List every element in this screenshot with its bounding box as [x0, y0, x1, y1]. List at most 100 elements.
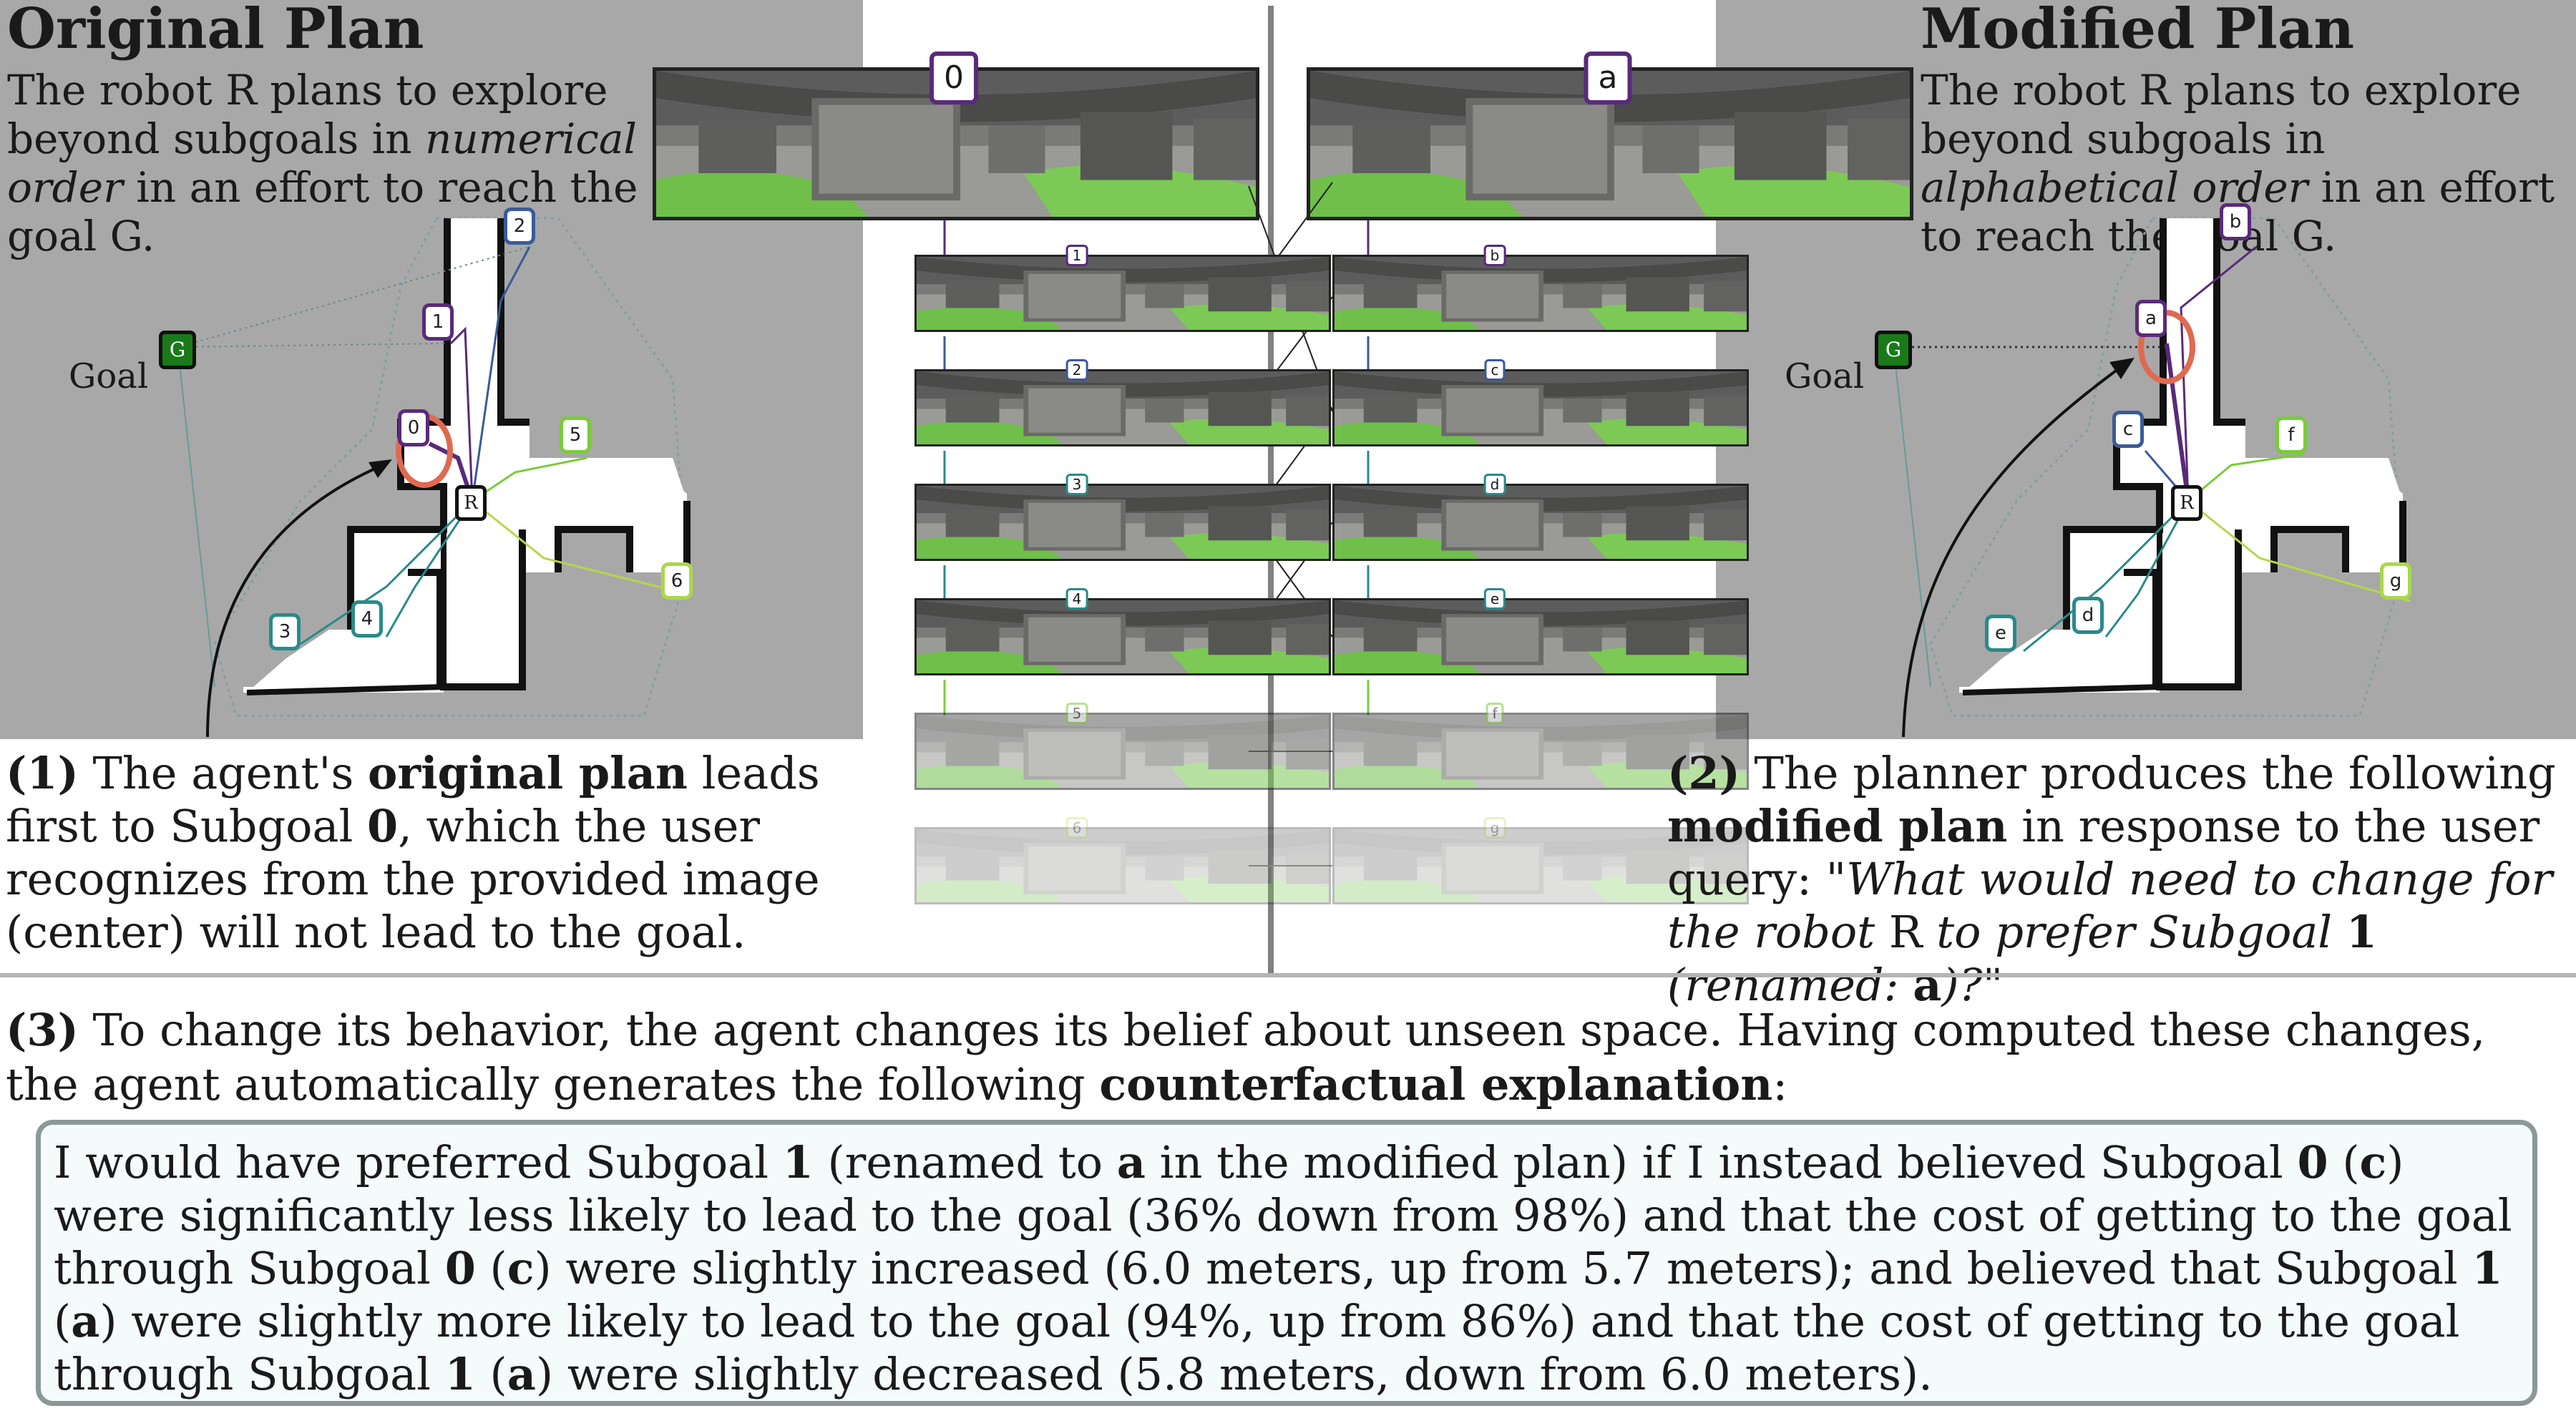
caption-bold: 0: [367, 800, 399, 852]
caption-query: )?": [1941, 959, 2004, 1011]
expl-bold: a: [507, 1348, 536, 1400]
expl-bold: 0: [444, 1242, 476, 1294]
panorama-thumbnail-c: [1332, 369, 1749, 446]
panorama-art: [1335, 486, 1747, 559]
thumbnail-label: 4: [1065, 588, 1088, 610]
panorama-thumbnail-1: [914, 255, 1331, 332]
panorama-thumbnail-d: [1332, 484, 1749, 561]
expl-bold: 0: [2297, 1136, 2328, 1188]
expl-text: (: [2328, 1136, 2360, 1188]
panorama-art: [1335, 600, 1747, 673]
caption-modified: (2) The planner produces the following m…: [1667, 747, 2569, 1012]
expl-bold: 1: [782, 1136, 814, 1188]
expl-bold: a: [71, 1295, 100, 1347]
floorplan-map: [1894, 217, 2411, 738]
desc-text: The robot R plans to explore beyond subg…: [7, 66, 608, 163]
expl-text: ) were slightly more likely to lead to t…: [54, 1295, 2460, 1400]
panorama-art: [1335, 829, 1747, 902]
thumbnail-label: c: [1484, 359, 1506, 381]
subgoal-marker-c: c: [2112, 411, 2144, 448]
panorama-art: [917, 486, 1329, 559]
expl-bold: 1: [444, 1348, 476, 1400]
thumbnail-label: 3: [1065, 474, 1088, 495]
panorama-art: [1335, 715, 1747, 788]
panorama-thumbnail-6: [914, 827, 1331, 904]
thumbnail-label: e: [1483, 588, 1506, 610]
expl-bold: a: [1116, 1136, 1146, 1188]
caption-text: :: [1772, 1058, 1788, 1110]
desc-text: in an effort to reach the goal G.: [1921, 163, 2555, 260]
step3-intro: (3) To change its behavior, the agent ch…: [6, 1003, 2567, 1112]
caption-original: (1) The agent's original plan leads firs…: [6, 747, 850, 959]
panorama-art: [1335, 371, 1747, 444]
panorama-thumbnail-b: [1332, 255, 1749, 332]
expl-text: (renamed to: [813, 1136, 1117, 1188]
counterfactual-explanation-box: I would have preferred Subgoal 1 (rename…: [36, 1120, 2537, 1406]
panorama-art: [917, 257, 1329, 330]
subgoal-marker-0: 0: [398, 409, 429, 446]
expl-text: in the modified plan) if I instead belie…: [1145, 1136, 2298, 1188]
goal-label: Goal: [1785, 356, 1865, 396]
caption-query: (renamed:: [1667, 959, 1913, 1011]
caption-query: "What would need to change for the robot: [1667, 853, 2553, 958]
caption-text: leads first to Subgoal: [6, 747, 820, 852]
goal-text: G: [1885, 338, 1902, 361]
thumbnail-label: b: [1483, 245, 1506, 266]
subgoal-marker-3: 3: [269, 613, 301, 650]
caption-bold: counterfactual explanation: [1099, 1058, 1773, 1110]
robot-text: R: [464, 492, 478, 514]
desc-emphasis: numerical order: [7, 114, 637, 212]
thumbnail-label: 5: [1065, 703, 1088, 724]
caption-text: To change its behavior, the agent change…: [6, 1004, 2486, 1110]
subgoal-marker-f: f: [2275, 416, 2307, 454]
expl-bold: c: [507, 1242, 535, 1294]
thumbnail-label: 2: [1065, 359, 1088, 381]
panorama-art: [917, 371, 1329, 444]
panorama-art: [917, 600, 1329, 673]
subgoal-marker-a: a: [2135, 300, 2167, 337]
subgoal-marker-6: 6: [661, 562, 693, 600]
goal-marker: G: [159, 331, 196, 369]
goal-label: Goal: [69, 356, 149, 396]
caption-text: The planner produces the following: [1740, 747, 2556, 799]
panorama-thumbnail-3: [914, 484, 1331, 561]
panorama-thumbnail-g: [1332, 827, 1749, 904]
thumbnail-label: d: [1483, 474, 1506, 495]
thumbnail-label: 1: [1065, 245, 1088, 266]
subgoal-marker-1: 1: [422, 303, 454, 341]
caption-bold: a: [1913, 959, 1942, 1011]
caption-number: (3): [6, 1004, 79, 1056]
robot-marker: R: [455, 485, 487, 521]
goal-marker: G: [1875, 331, 1912, 369]
caption-text: R: [1888, 906, 1923, 958]
subgoal-marker-e: e: [1985, 615, 2016, 652]
expl-text: ) were significantly less likely to lead…: [54, 1136, 2512, 1294]
robot-text: R: [2180, 492, 2194, 514]
subgoal-marker-g: g: [2380, 562, 2411, 600]
subgoal-marker-d: d: [2072, 597, 2104, 634]
caption-text: in response to the user query:: [1667, 800, 2540, 905]
caption-bold: 1: [2346, 906, 2377, 958]
expl-bold: c: [2359, 1136, 2387, 1188]
panorama-thumbnail-e: [1332, 598, 1749, 675]
thumbnail-label: 6: [1065, 817, 1088, 839]
floorplan-map: [178, 217, 691, 738]
modified-plan-panel: Modified Plan The robot R plans to explo…: [1716, 0, 2576, 739]
expl-text: (: [54, 1295, 72, 1347]
expl-text: ) were slightly increased (6.0 meters, u…: [534, 1242, 2472, 1294]
caption-text: The agent's: [78, 747, 368, 799]
thumbnail-label: g: [1483, 817, 1506, 839]
expl-text: I would have preferred Subgoal: [54, 1136, 783, 1188]
panel-description: The robot R plans to explore beyond subg…: [1921, 66, 2576, 260]
panorama-art: [917, 715, 1329, 788]
subgoal-marker-4: 4: [351, 600, 383, 638]
horizontal-divider: [0, 973, 2576, 977]
panel-description: The robot R plans to explore beyond subg…: [7, 66, 665, 260]
panorama-thumbnail-2: [914, 369, 1331, 446]
caption-bold: original plan: [367, 747, 688, 799]
image-label: 0: [930, 52, 978, 104]
expl-text: ) were slightly decreased (5.8 meters, d…: [535, 1348, 1933, 1400]
caption-number: (2): [1667, 747, 1740, 799]
panel-title: Original Plan: [7, 0, 424, 62]
caption-number: (1): [6, 747, 79, 799]
